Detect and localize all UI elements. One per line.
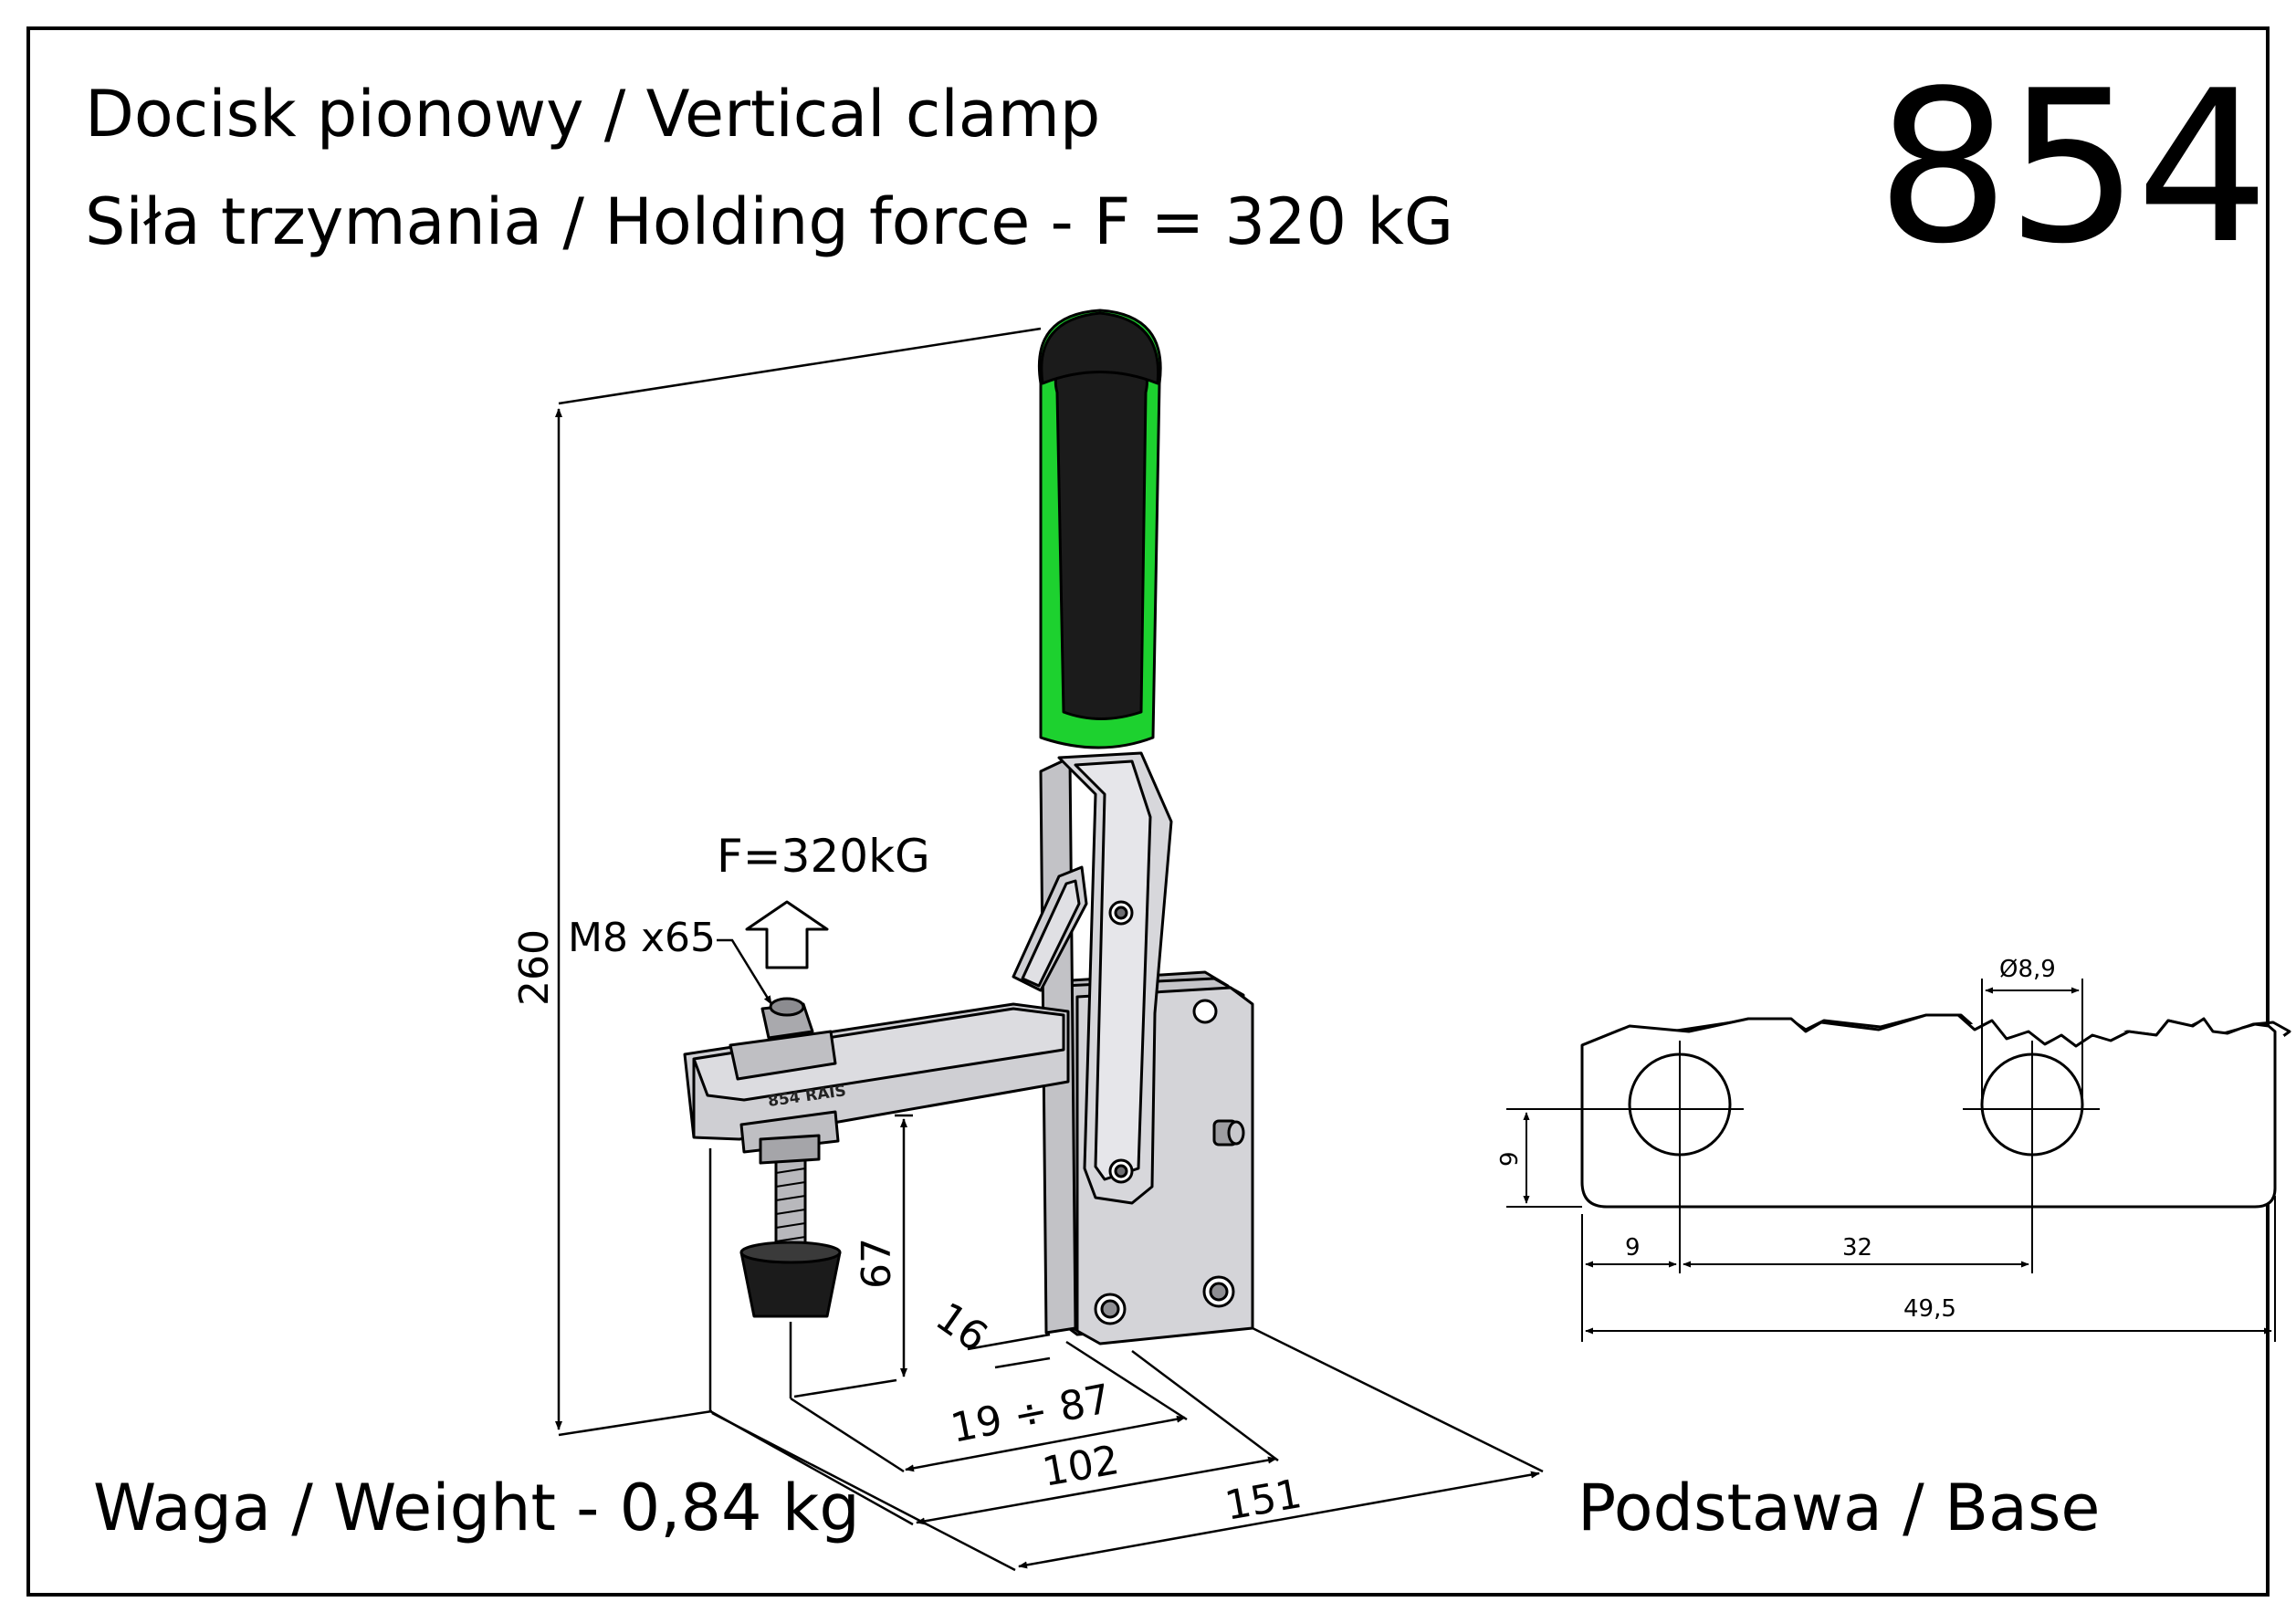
dim-hole-spacing: 32 [1842, 1234, 1872, 1262]
base-dimension-lines [1506, 979, 2276, 1342]
clamp-dimension-lines [555, 327, 1544, 1572]
model-number: 854 [1876, 47, 2270, 290]
dim-overall-length-151: 151 [1221, 1471, 1305, 1530]
dim-spindle-height-67: 67 [854, 1238, 900, 1289]
spindle-leader [717, 938, 773, 1005]
holding-force-text: Siła trzymania / Holding force - F = 320… [85, 184, 1454, 259]
vertical-clamp-illustration: 854 RAIS [683, 309, 1254, 1346]
base-label: Podstawa / Base [1578, 1471, 2101, 1545]
weight-text: Waga / Weight - 0,84 kg [93, 1471, 860, 1545]
drawing-frame [26, 26, 2270, 1597]
dim-hole-diameter: Ø8,9 [1999, 956, 2056, 983]
dim-edge-to-hole: 9 [1625, 1234, 1641, 1262]
force-label: F=320kG [717, 830, 930, 883]
dim-base-length: 49,5 [1903, 1295, 1956, 1323]
dim-hole-height: 9 [1496, 1151, 1524, 1167]
base-profile [1580, 1013, 2277, 1209]
spindle-label: M8 x65 [568, 915, 716, 961]
force-arrow-icon [745, 900, 829, 969]
dim-height-260: 260 [511, 929, 558, 1006]
page-title: Docisk pionowy / Vertical clamp [85, 77, 1101, 152]
dim-offset-16: 16 [928, 1293, 996, 1361]
